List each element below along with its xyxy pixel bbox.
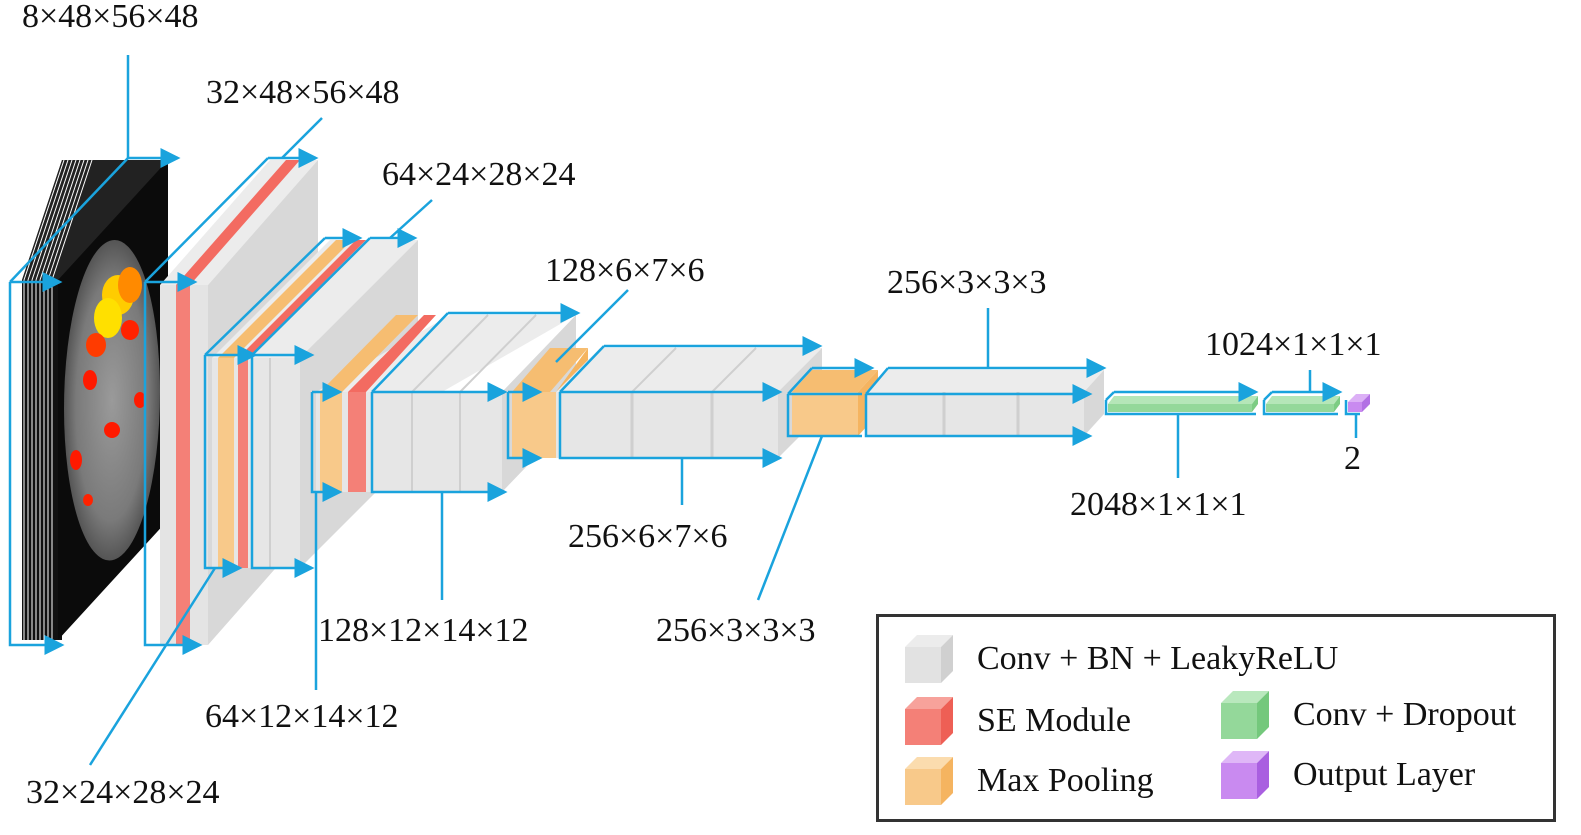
conv-block-5 bbox=[756, 308, 1107, 601]
label-output: 2 bbox=[1344, 440, 1361, 477]
label-conv1: 32×48×56×48 bbox=[206, 74, 400, 111]
legend-item-se: SE Module bbox=[903, 695, 1131, 747]
output-layer bbox=[1344, 394, 1370, 438]
output-cube-icon bbox=[1221, 751, 1269, 799]
label-input: 8×48×56×48 bbox=[22, 0, 199, 35]
legend-item-output: Output Layer bbox=[1219, 749, 1475, 801]
pool-cube-icon bbox=[905, 757, 953, 805]
legend-item-conv: Conv + BN + LeakyReLU bbox=[903, 633, 1338, 685]
label-fc1: 2048×1×1×1 bbox=[1070, 486, 1247, 523]
label-conv2: 64×24×28×24 bbox=[382, 156, 576, 193]
label-conv5: 256×3×3×3 bbox=[887, 264, 1047, 301]
legend-label-pool: Max Pooling bbox=[977, 762, 1154, 799]
label-pool2: 64×12×14×12 bbox=[205, 698, 399, 735]
label-conv3: 128×12×14×12 bbox=[318, 612, 529, 649]
label-pool4: 256×3×3×3 bbox=[656, 612, 816, 649]
label-fc2: 1024×1×1×1 bbox=[1205, 326, 1382, 363]
label-pool1: 32×24×28×24 bbox=[26, 774, 220, 811]
input-volume bbox=[8, 55, 181, 655]
dropout-cube-icon bbox=[1221, 691, 1269, 739]
dropout-layer-1 bbox=[1104, 382, 1259, 478]
legend-label-dropout: Conv + Dropout bbox=[1293, 696, 1517, 733]
se-cube-icon bbox=[905, 697, 953, 745]
brain-image bbox=[64, 240, 160, 561]
label-conv3b: 128×6×7×6 bbox=[545, 252, 705, 289]
legend: Conv + BN + LeakyReLU SE Module Max Pool… bbox=[876, 614, 1556, 822]
legend-item-pool: Max Pooling bbox=[903, 755, 1154, 807]
legend-label-conv: Conv + BN + LeakyReLU bbox=[977, 640, 1339, 677]
legend-label-output: Output Layer bbox=[1293, 756, 1476, 793]
label-conv4: 256×6×7×6 bbox=[568, 518, 728, 555]
legend-label-se: SE Module bbox=[977, 702, 1131, 739]
conv-cube-icon bbox=[905, 635, 953, 683]
dropout-layer-2 bbox=[1262, 370, 1343, 416]
legend-item-dropout: Conv + Dropout bbox=[1219, 689, 1516, 741]
